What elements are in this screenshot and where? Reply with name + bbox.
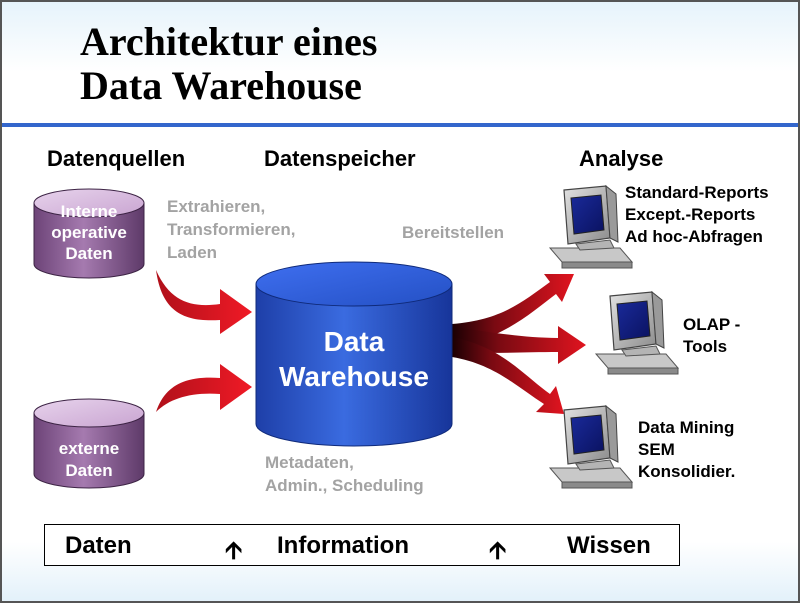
cylinder-external-data xyxy=(33,398,145,489)
heading-analyse: Analyse xyxy=(579,146,664,171)
computer-icon-reports xyxy=(549,185,633,269)
heading-datenspeicher: Datenspeicher xyxy=(264,146,416,171)
title-line-2: Data Warehouse xyxy=(80,63,362,108)
flow-knowledge: Wissen xyxy=(567,532,651,559)
heading-datenquellen: Datenquellen xyxy=(47,146,186,171)
warehouse-label: Data Warehouse xyxy=(279,326,429,392)
process-extract-label: Extrahieren, Transformieren, Laden xyxy=(167,197,296,262)
title-line-1: Architektur eines xyxy=(80,19,378,64)
cylinder-data-warehouse xyxy=(255,261,453,447)
external-data-label: externe Daten xyxy=(58,439,120,480)
knowledge-flow-bar: Daten 🡩 Information 🡩 Wissen xyxy=(44,524,680,566)
internal-data-label: Interne operative Daten xyxy=(51,202,127,263)
arrow-output-mining xyxy=(452,337,564,414)
flow-data: Daten xyxy=(65,532,132,559)
flow-arrow-up-icon: 🡩 xyxy=(225,537,243,564)
arrow-extract-upper xyxy=(156,270,252,334)
process-provide-label: Bereitstellen xyxy=(402,223,505,242)
process-meta-label: Metadaten, Admin., Scheduling xyxy=(265,453,424,495)
computer-icon-olap xyxy=(595,291,679,375)
arrow-output-olap xyxy=(452,326,586,364)
tool-mining-label: Data Mining SEM Konsolidier. xyxy=(638,418,736,481)
cylinder-internal-data xyxy=(33,188,145,279)
arrow-output-reports xyxy=(452,274,574,347)
flow-information: Information xyxy=(277,532,409,559)
tool-olap-label: OLAP - Tools xyxy=(683,315,741,356)
slide-title: Architektur eines Data Warehouse xyxy=(80,20,680,108)
arrow-extract-lower xyxy=(156,364,252,412)
flow-arrow-up-icon-2: 🡩 xyxy=(489,537,507,564)
tool-reports-label: Standard-Reports Except.-Reports Ad hoc-… xyxy=(625,183,769,246)
computer-icon-mining xyxy=(549,405,633,489)
title-rule xyxy=(2,123,798,127)
